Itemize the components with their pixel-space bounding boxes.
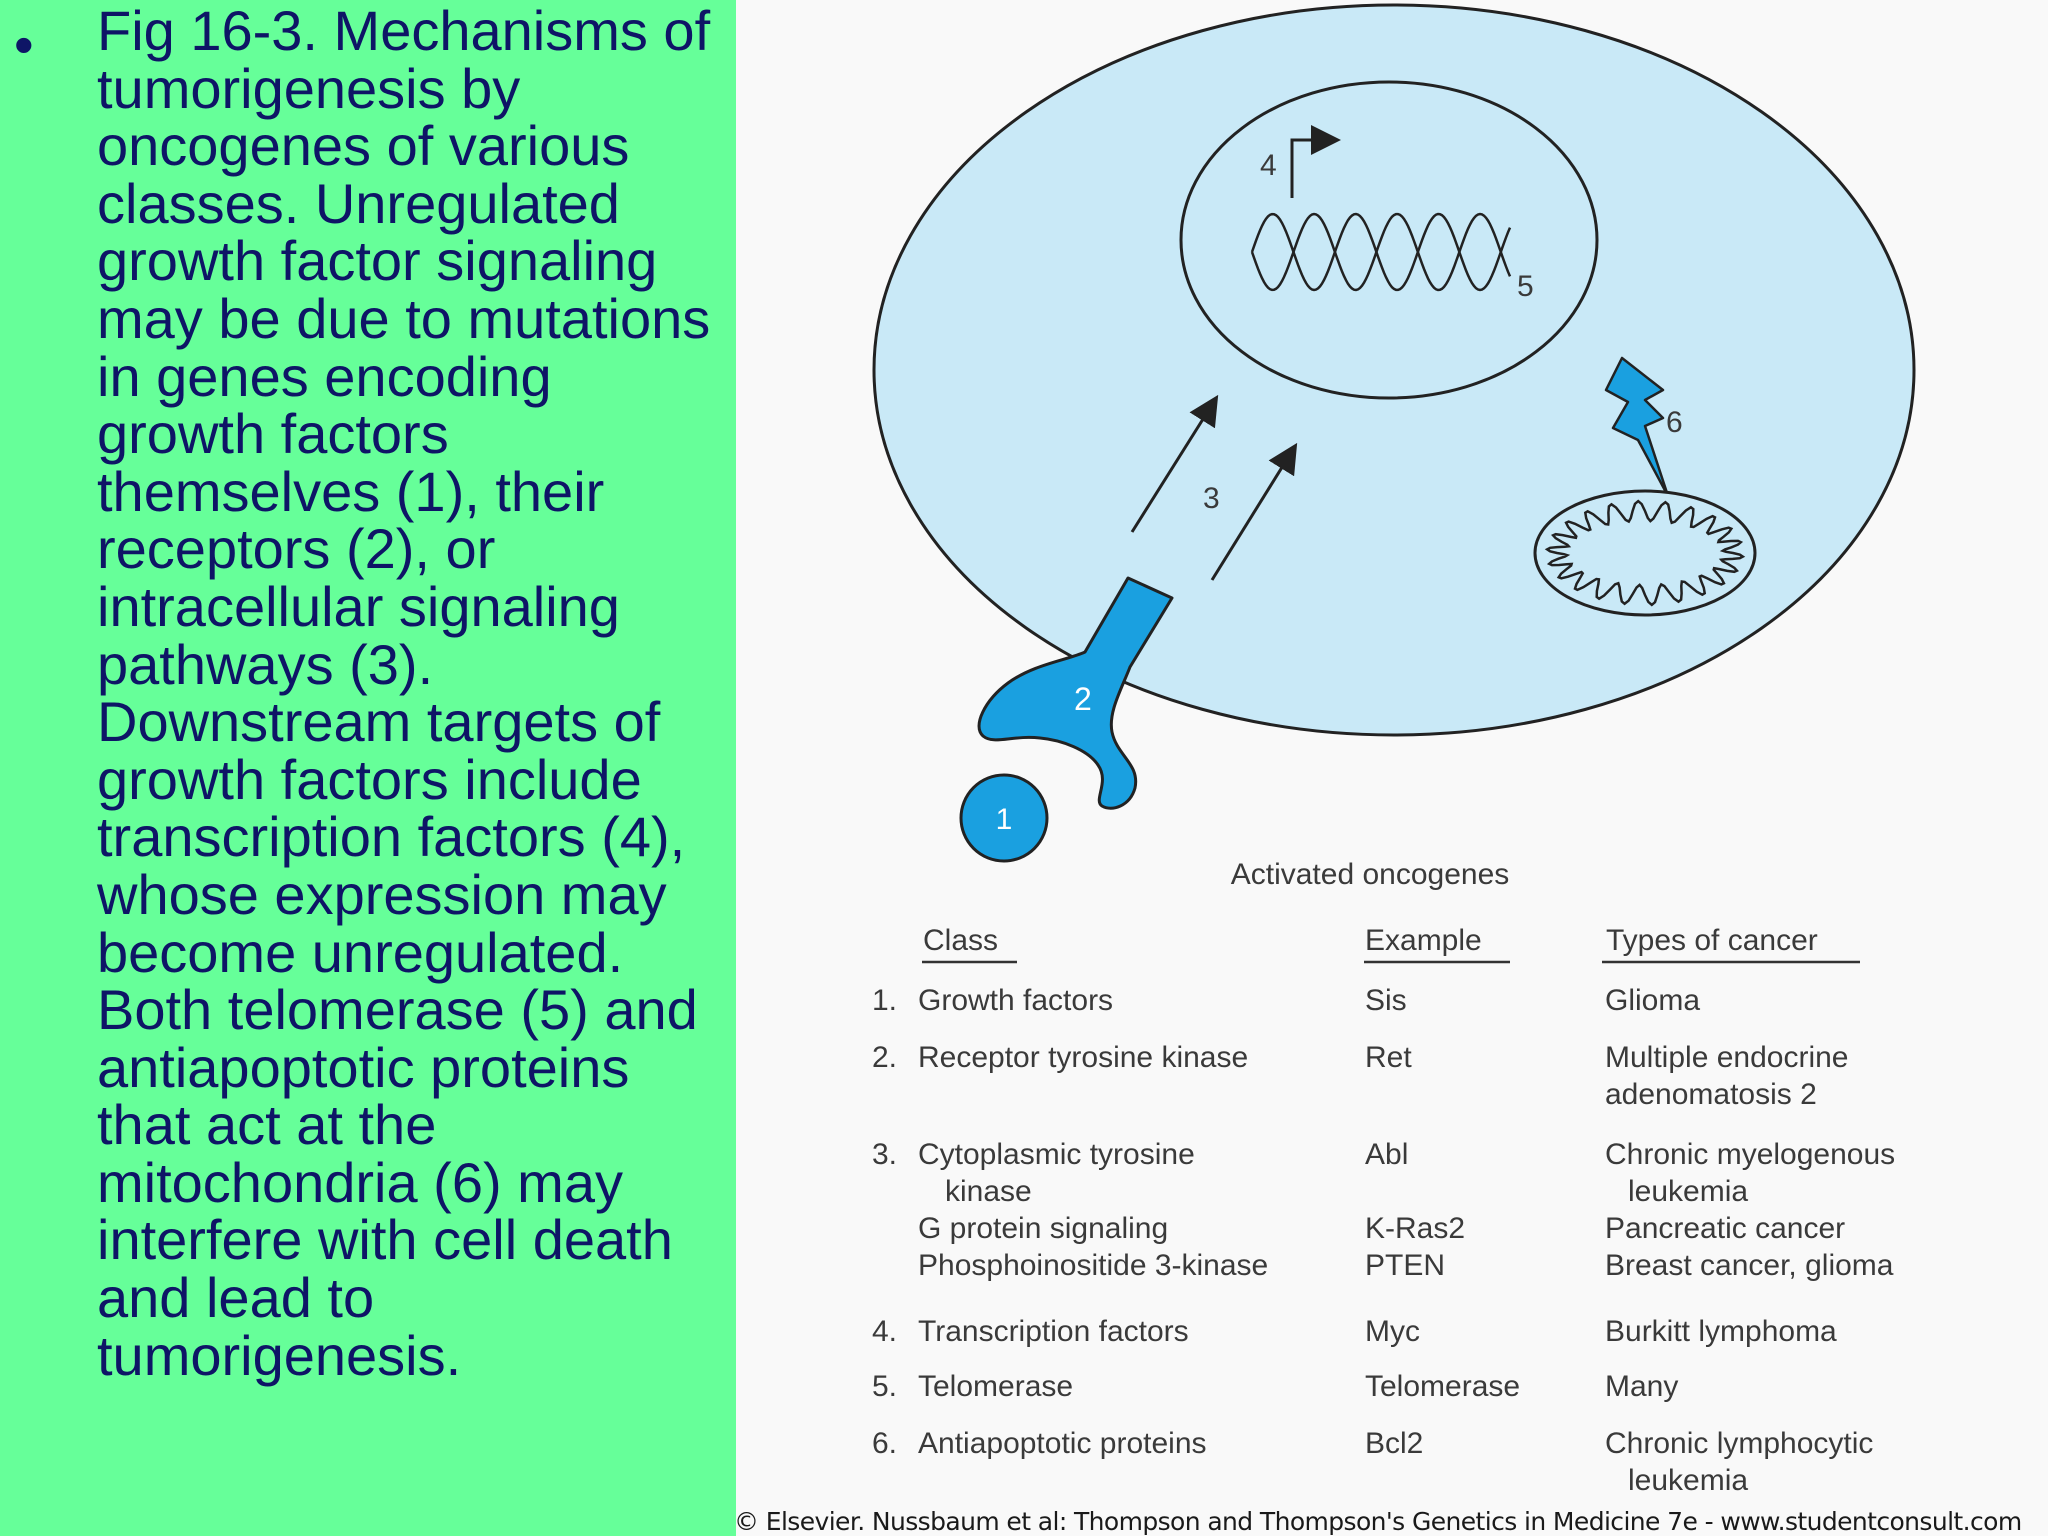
cell-class: Cytoplasmic tyrosine bbox=[918, 1138, 1195, 1171]
cell-example: PTEN bbox=[1365, 1249, 1445, 1282]
cell-class: Growth factors bbox=[918, 984, 1113, 1017]
row-number: 2. bbox=[872, 1041, 897, 1074]
cell-class: Transcription factors bbox=[918, 1315, 1189, 1348]
cell-types: Glioma bbox=[1605, 984, 1700, 1017]
mitochondrion-cristae bbox=[1544, 499, 1746, 607]
cell-example: Myc bbox=[1365, 1315, 1420, 1348]
cell-types: leukemia bbox=[1628, 1464, 1748, 1497]
label-6: 6 bbox=[1666, 406, 1683, 439]
label-3: 3 bbox=[1203, 482, 1220, 515]
cell-types: Chronic lymphocytic bbox=[1605, 1427, 1873, 1460]
cell-class: G protein signaling bbox=[918, 1212, 1168, 1245]
cell-class: Antiapoptotic proteins bbox=[918, 1427, 1207, 1460]
receptor-protein bbox=[977, 576, 1174, 810]
row-number: 5. bbox=[872, 1370, 897, 1403]
cell-example: Telomerase bbox=[1365, 1370, 1520, 1403]
row-number: 3. bbox=[872, 1138, 897, 1171]
oncogene-table: Activated oncogenes Class Example Types … bbox=[872, 858, 1895, 1497]
signaling-arrow-1 bbox=[1130, 394, 1219, 533]
label-5: 5 bbox=[1517, 270, 1534, 303]
cell-example: K-Ras2 bbox=[1365, 1212, 1465, 1245]
growth-factor bbox=[959, 773, 1049, 863]
cell-types: Pancreatic cancer bbox=[1605, 1212, 1845, 1245]
cell-types: Chronic myelogenous bbox=[1605, 1138, 1895, 1171]
header-example: Example bbox=[1365, 924, 1482, 957]
caption-panel: • Fig 16-3. Mechanisms of tumorigenesis … bbox=[0, 0, 736, 1536]
cell-class: Receptor tyrosine kinase bbox=[918, 1041, 1248, 1074]
signaling-arrow-2 bbox=[1210, 442, 1298, 581]
cell-types: leukemia bbox=[1628, 1175, 1748, 1208]
label-4: 4 bbox=[1260, 149, 1277, 182]
dna-helix bbox=[1250, 212, 1512, 292]
transcription-arrow bbox=[1290, 125, 1341, 198]
cell-class: Telomerase bbox=[918, 1370, 1073, 1403]
table-title: Activated oncogenes bbox=[1231, 858, 1510, 891]
cell-class: kinase bbox=[945, 1175, 1032, 1208]
cell-example: Bcl2 bbox=[1365, 1427, 1423, 1460]
figure-caption: Fig 16-3. Mechanisms of tumorigenesis by… bbox=[97, 0, 711, 1387]
label-1: 1 bbox=[996, 803, 1013, 836]
label-2: 2 bbox=[1074, 681, 1092, 717]
row-number: 4. bbox=[872, 1315, 897, 1348]
cell-types: Burkitt lymphoma bbox=[1605, 1315, 1837, 1348]
cell-example: Abl bbox=[1365, 1138, 1408, 1171]
cell-types: Multiple endocrine bbox=[1605, 1041, 1848, 1074]
header-types: Types of cancer bbox=[1606, 924, 1818, 957]
row-number: 6. bbox=[872, 1427, 897, 1460]
nucleus bbox=[1179, 80, 1599, 400]
cell-class: Phosphoinositide 3-kinase bbox=[918, 1249, 1268, 1282]
bullet: • bbox=[14, 13, 34, 76]
copyright-credit: © Elsevier. Nussbaum et al: Thompson and… bbox=[734, 1507, 2022, 1536]
table-body: 1. Growth factors Sis Glioma 2. Receptor tyro… bbox=[872, 984, 1895, 1497]
header-class: Class bbox=[923, 924, 998, 957]
cell-types: Breast cancer, glioma bbox=[1605, 1249, 1894, 1282]
cell-types: Many bbox=[1605, 1370, 1678, 1403]
row-number: 1. bbox=[872, 984, 897, 1017]
cell-example: Ret bbox=[1365, 1041, 1412, 1074]
cell-types: adenomatosis 2 bbox=[1605, 1078, 1817, 1111]
cell-example: Sis bbox=[1365, 984, 1407, 1017]
